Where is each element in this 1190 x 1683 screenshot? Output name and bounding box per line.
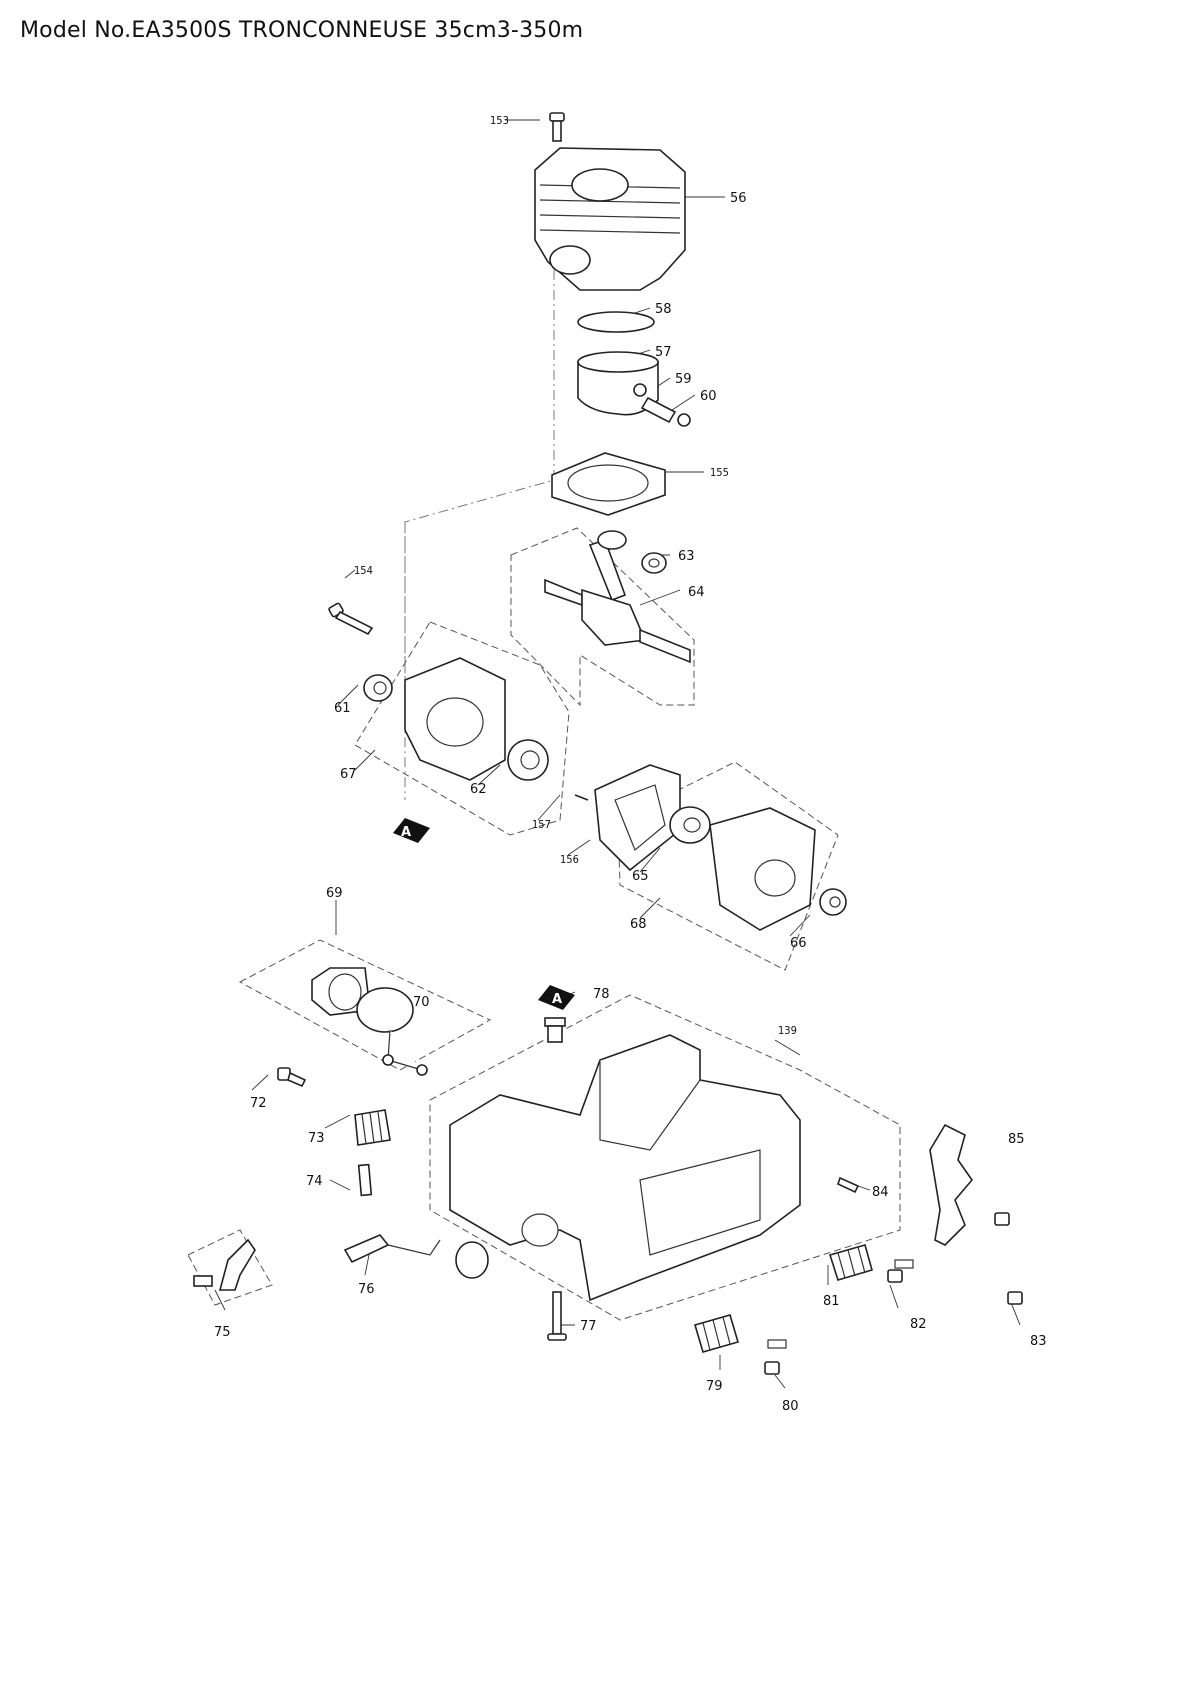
chain-catcher-screw-part [994,1212,1010,1226]
needle-bearing-part [641,552,667,574]
part-label-67: 67 [340,767,357,782]
crankshaft-part [544,530,691,664]
part-label-83: 83 [1030,1334,1047,1349]
part-label-75: 75 [214,1325,231,1340]
svg-text:A: A [401,825,411,840]
part-label-66: 66 [790,936,807,951]
svg-text:A: A [552,992,562,1007]
part-label-70: 70 [413,995,430,1010]
part-label-82: 82 [910,1317,927,1332]
part-label-80: 80 [782,1399,799,1414]
reference-marker-a-upper: A [393,818,430,843]
main-housing-part [449,1034,801,1302]
primer-bulb-part [455,1241,489,1279]
part-label-63: 63 [678,549,695,564]
part-label-65: 65 [632,869,649,884]
oil-seal-left-part [363,674,393,702]
bushing-part [544,1017,566,1043]
part-label-77: 77 [580,1319,597,1334]
long-screw-part [547,1291,567,1341]
av-screw-lower-part [764,1339,787,1375]
adjuster-screw-part [837,1176,860,1194]
shim-plate-part [357,1163,373,1197]
worm-spring-part [354,1109,391,1146]
catcher-screw-part [1007,1291,1023,1305]
chain-catcher-part [929,1123,974,1246]
part-label-73: 73 [308,1131,325,1146]
crankshaft-group-outline [510,527,695,707]
part-label-84: 84 [872,1185,889,1200]
cylinder-screw-part [549,112,565,142]
part-label-74: 74 [306,1174,323,1189]
part-label-59: 59 [675,372,692,387]
oil-pump-group-outline [238,939,492,1071]
av-spring-right-part [828,1244,873,1281]
main-housing-group-outline [429,994,901,1321]
brake-lever-group-outline [187,1229,273,1306]
av-screw-right-part [887,1259,914,1283]
part-number-labels: 153 56 58 57 59 60 155 63 64 154 61 67 6… [214,114,1047,1414]
part-label-58: 58 [655,302,672,317]
part-label-157: 157 [532,818,551,831]
part-label-156: 156 [560,853,579,866]
av-spring-lower-part [694,1314,739,1353]
part-label-56: 56 [730,191,747,206]
page-title: Model No.EA3500S TRONCONNEUSE 35cm3-350m [20,18,584,43]
part-label-60: 60 [700,389,717,404]
cylinder-part [534,147,686,291]
part-label-61: 61 [334,701,351,716]
part-label-64: 64 [688,585,705,600]
part-label-153: 153 [490,114,509,127]
throttle-lock-part [343,1234,441,1264]
crankcase-half-right-part [709,807,816,931]
oil-seal-right-part [819,888,847,916]
crankcase-right-group-outline [617,761,839,971]
part-label-76: 76 [358,1282,375,1297]
crankcase-half-left-part [404,657,506,781]
part-label-57: 57 [655,345,672,360]
oil-pump-oring-part [356,987,428,1076]
reference-marker-a-lower: A [538,985,575,1010]
pin-circlip-part [677,413,691,427]
piston-pin-part [640,396,677,424]
part-label-155: 155 [710,466,729,479]
brake-lever-part [193,1238,256,1291]
part-label-85: 85 [1008,1132,1025,1147]
cylinder-gasket-part [551,452,666,516]
part-label-72: 72 [250,1096,267,1111]
part-label-154: 154 [354,564,373,577]
part-label-139: 139 [778,1024,797,1037]
crankcase-gasket-part [594,764,681,872]
oil-pump-part [311,967,371,1016]
bearing-left-part [507,739,549,781]
crankcase-left-group-outline [354,621,570,836]
part-label-62: 62 [470,782,487,797]
crankcase-screw-part [328,602,374,636]
part-label-69: 69 [326,886,343,901]
pump-screw-part [277,1067,307,1088]
bearing-right-part [669,806,711,844]
piston-ring-part [577,311,655,333]
part-label-68: 68 [630,917,647,932]
part-label-79: 79 [706,1379,723,1394]
part-label-81: 81 [823,1294,840,1309]
part-label-78: 78 [593,987,610,1002]
dowel-pin-part [574,794,589,801]
